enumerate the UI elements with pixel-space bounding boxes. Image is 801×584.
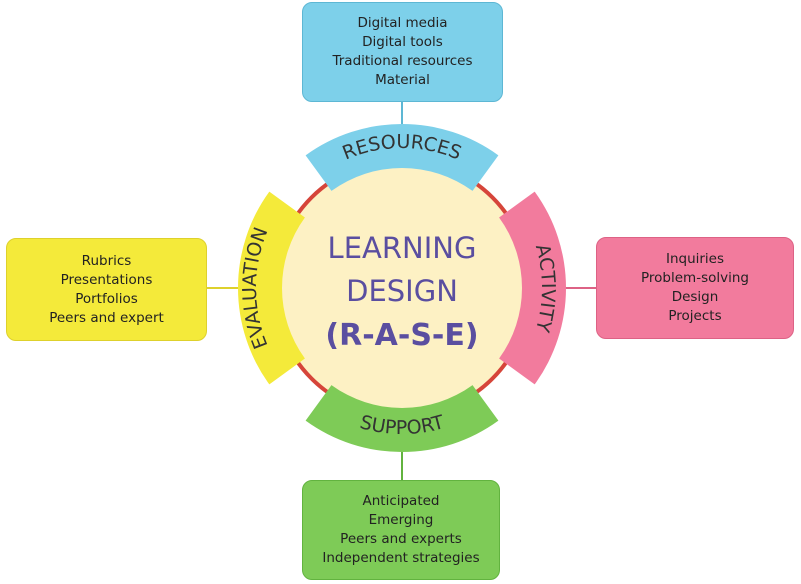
activity-box: Inquiries Problem-solving Design Project… xyxy=(596,237,794,339)
evaluation-box: Rubrics Presentations Portfolios Peers a… xyxy=(6,238,207,341)
support-item: Anticipated xyxy=(362,493,440,509)
activity-item: Inquiries xyxy=(665,251,725,267)
activity-item: Projects xyxy=(668,308,722,324)
support-box: Anticipated Emerging Peers and experts I… xyxy=(302,480,500,580)
resources-item: Digital tools xyxy=(362,34,443,50)
resources-item: Digital media xyxy=(357,15,448,31)
arc-segment-support xyxy=(305,385,499,452)
resources-item: Material xyxy=(375,72,430,88)
support-item: Independent strategies xyxy=(322,550,480,566)
resources-item: Traditional resources xyxy=(332,53,473,69)
center-title-line2: DESIGN xyxy=(346,274,458,308)
arc-segment-activity xyxy=(499,191,566,385)
resources-box: Digital media Digital tools Traditional … xyxy=(302,2,503,102)
center-title-line1: LEARNING xyxy=(328,231,477,265)
evaluation-item: Presentations xyxy=(60,271,153,288)
center-title-line3: (R-A-S-E) xyxy=(325,318,478,353)
evaluation-item: Peers and expert xyxy=(49,309,164,326)
arc-segment-evaluation xyxy=(238,191,305,385)
arc-segment-resources xyxy=(305,123,499,191)
support-item: Emerging xyxy=(368,512,434,528)
evaluation-item: Rubrics xyxy=(81,252,132,269)
activity-item: Design xyxy=(671,289,719,305)
support-item: Peers and experts xyxy=(340,531,462,547)
activity-item: Problem-solving xyxy=(641,270,749,286)
evaluation-item: Portfolios xyxy=(75,290,138,307)
